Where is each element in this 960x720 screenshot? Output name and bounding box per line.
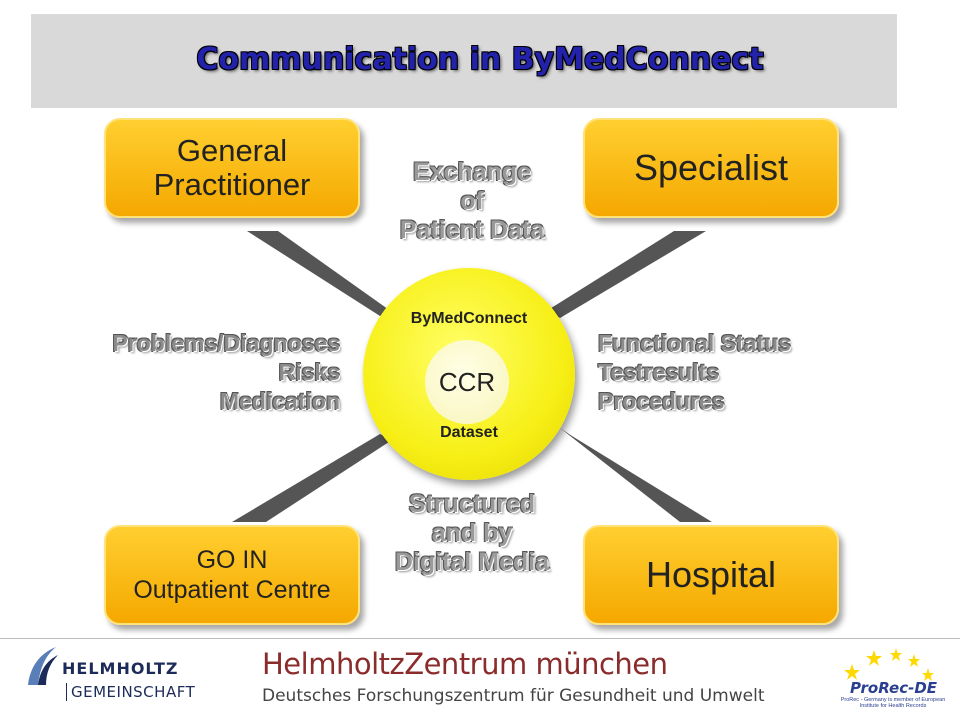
structured-line-2: and by: [431, 519, 513, 547]
circle-top-label: ByMedConnect: [410, 310, 528, 327]
exchange-line-1: Exchange: [412, 158, 532, 186]
structured-line-3: Digital Media: [394, 548, 550, 576]
hmz-subtitle: Deutsches Forschungszentrum für Gesundhe…: [262, 686, 765, 706]
circle-bottom-label: Dataset: [440, 424, 498, 441]
ccr-core: CCR: [425, 340, 509, 424]
footer-divider: [0, 638, 960, 639]
bymedconnect-circle: ByMedConnect CCR Dataset: [363, 268, 575, 480]
connector-top-right: [548, 231, 706, 318]
left-data-list: Problems/Diagnoses Risks Medication: [40, 329, 340, 416]
structured-label: Structured and by Digital Media: [360, 490, 584, 577]
left-list-item: Problems/Diagnoses: [112, 330, 340, 356]
specialist-box: Specialist: [583, 118, 839, 218]
title-bar: [31, 14, 897, 108]
helmholtz-name: HELMHOLTZ: [62, 659, 179, 678]
general-practitioner-line-2: Practitioner: [153, 167, 311, 202]
connector-top-left: [247, 231, 392, 316]
hospital-label: Hospital: [645, 554, 777, 595]
left-list-item: Risks: [278, 359, 340, 385]
go-in-box: GO IN Outpatient Centre: [104, 525, 360, 625]
connector-bottom-left: [232, 434, 392, 522]
prorec-name: ProRec-DE: [850, 679, 938, 697]
prorec-subtitle: ProRec - Germany is member of European I…: [840, 697, 946, 709]
hospital-box: Hospital: [583, 525, 839, 625]
exchange-line-2: of: [460, 187, 484, 215]
right-list-item: Functional Status: [598, 330, 791, 356]
left-list-item: Medication: [219, 388, 340, 414]
exchange-label: Exchange of Patient Data: [360, 158, 584, 245]
page-title: Communication in ByMedConnect: [196, 42, 764, 77]
go-in-line-2: Outpatient Centre: [133, 576, 331, 604]
helmholtz-subtitle: GEMEINSCHAFT: [66, 683, 195, 701]
general-practitioner-box: General Practitioner: [104, 118, 360, 218]
right-data-list: Functional Status Testresults Procedures: [598, 329, 918, 416]
hmz-name: HelmholtzZentrum münchen: [262, 647, 668, 681]
right-list-item: Procedures: [598, 388, 725, 414]
ccr-label: CCR: [438, 366, 496, 397]
go-in-line-1: GO IN: [196, 546, 268, 574]
general-practitioner-line-1: General: [176, 133, 288, 168]
specialist-label: Specialist: [633, 147, 789, 188]
prorec-stars-icon: [844, 648, 934, 681]
structured-line-1: Structured: [408, 490, 536, 518]
right-list-item: Testresults: [598, 359, 720, 385]
helmholtz-logo-icon: [28, 647, 58, 685]
exchange-line-3: Patient Data: [399, 216, 545, 244]
